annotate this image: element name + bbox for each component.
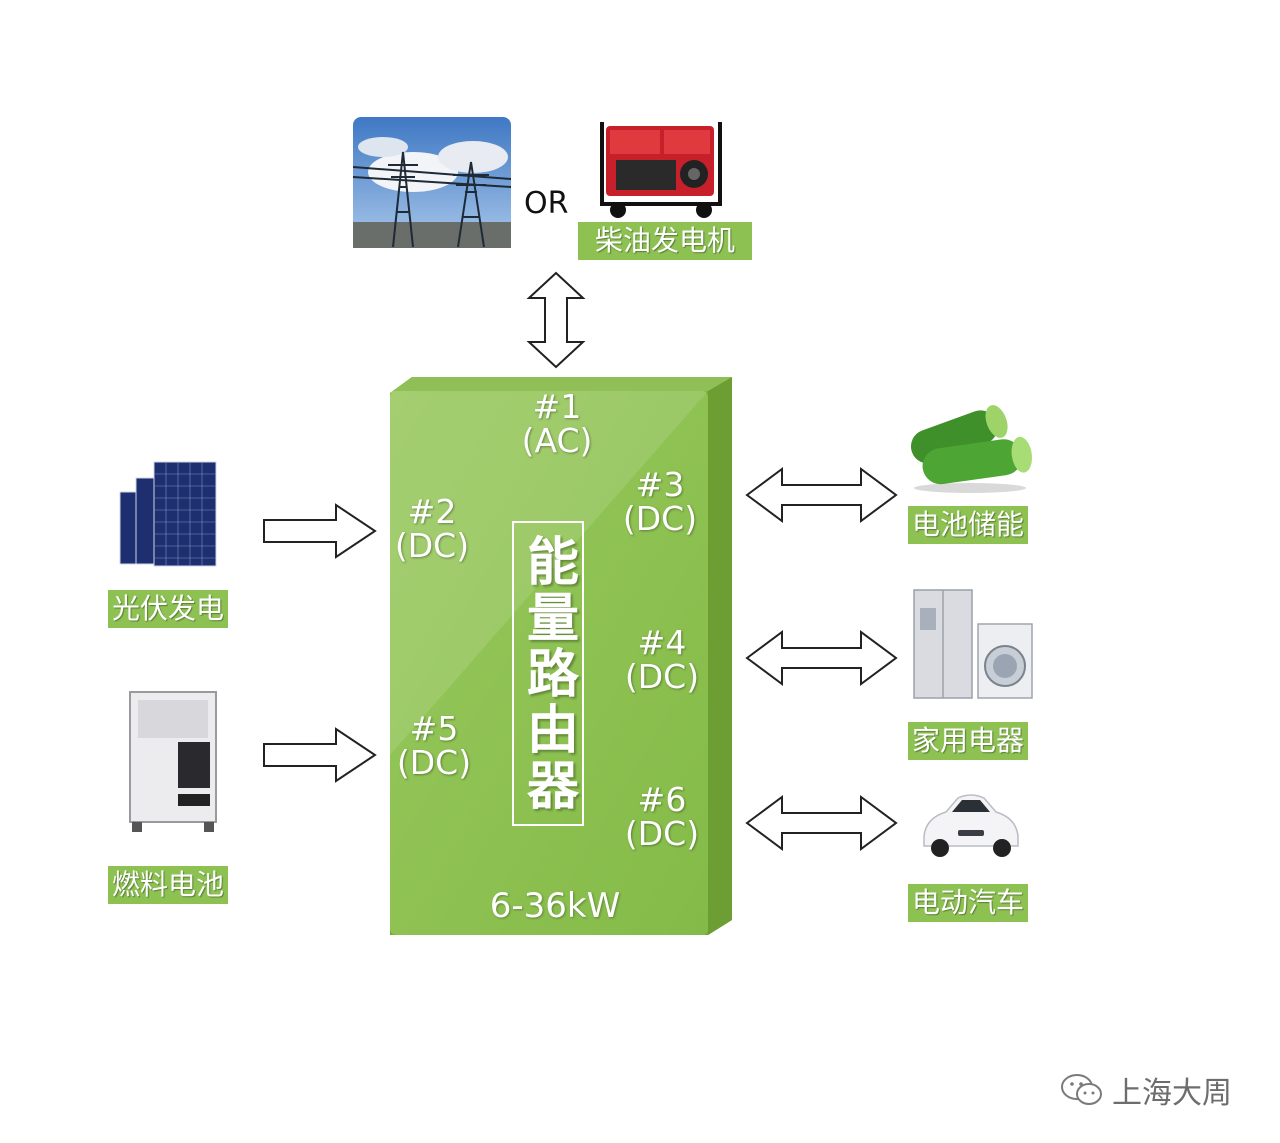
port-5: #5 (DC) [374,712,494,780]
port-3-id: #3 [635,465,685,504]
battery-double-arrow [745,467,898,523]
ac-double-arrow [526,271,586,369]
port-6: #6 (DC) [602,783,722,851]
router-title: 能量路由器 [517,533,578,814]
router-title-box: 能量路由器 [512,521,584,826]
port-1-type: (AC) [521,421,593,460]
diesel-generator-image [600,122,722,218]
port-2: #2 (DC) [372,495,492,563]
energy-router-box [390,377,732,935]
appliance-double-arrow [745,630,898,686]
solar-label: 光伏发电 [108,590,229,628]
watermark: 上海大周 [1060,1068,1232,1112]
port-2-type: (DC) [394,526,470,565]
port-3: #3 (DC) [600,468,720,536]
appliance-label: 家用电器 [908,722,1029,760]
ev-double-arrow [745,795,898,851]
port-4-type: (DC) [624,657,700,696]
diesel-generator-label: 柴油发电机 [578,222,752,260]
solar-panel-image [119,461,217,567]
fuel-cell-arrow [263,727,377,783]
port-4: #4 (DC) [602,626,722,694]
power-grid-image [353,117,511,248]
port-4-id: #4 [637,623,687,662]
watermark-text: 上海大周 [1112,1076,1232,1111]
appliance-image [913,589,1033,699]
battery-storage-label: 电池储能 [908,506,1029,544]
wechat-icon [1061,1074,1102,1105]
fuel-cell-image [129,691,217,832]
port-1: #1 (AC) [497,390,617,458]
router-power-rating: 6-36kW [489,886,621,926]
electric-car-label: 电动汽车 [908,884,1029,922]
port-6-type: (DC) [624,814,700,853]
fuel-cell-label: 燃料电池 [108,866,229,904]
port-2-id: #2 [407,492,457,531]
solar-arrow [263,503,377,559]
port-5-id: #5 [409,709,459,748]
port-5-type: (DC) [396,743,472,782]
port-3-type: (DC) [622,499,698,538]
port-1-id: #1 [532,387,582,426]
electric-car-image [923,794,1019,857]
battery-image [910,405,1032,493]
port-6-id: #6 [637,780,687,819]
or-text: OR [524,186,569,221]
